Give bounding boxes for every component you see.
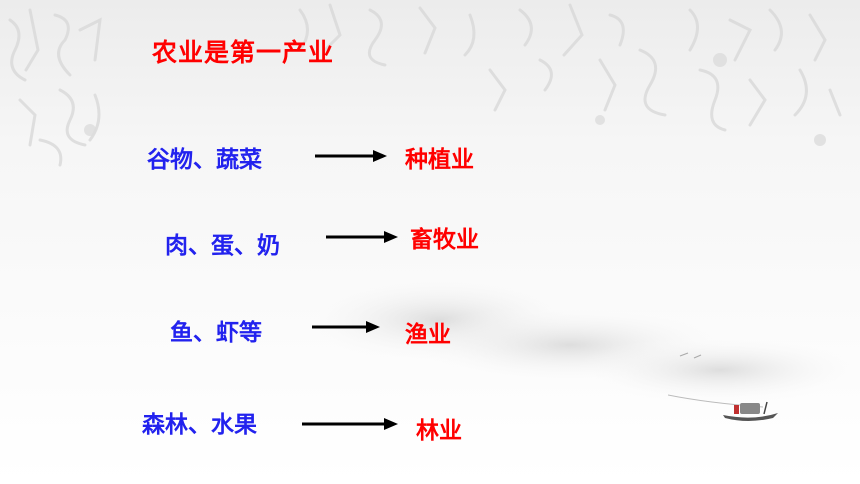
- arrow-icon: [312, 321, 380, 333]
- arrow-icon: [302, 418, 398, 430]
- page-title: 农业是第一产业: [152, 38, 335, 67]
- arrow-icon: [315, 150, 387, 162]
- arrow-icon: [326, 231, 398, 243]
- target-label: 渔业: [405, 322, 451, 348]
- ink-landscape: [320, 275, 860, 405]
- target-label: 畜牧业: [410, 227, 479, 253]
- source-label: 谷物、蔬菜: [147, 147, 262, 173]
- calligraphy-background: [8, 3, 842, 167]
- source-label: 森林、水果: [142, 412, 257, 438]
- target-label: 林业: [416, 418, 462, 444]
- boat-icon: [668, 394, 778, 421]
- source-label: 鱼、虾等: [170, 320, 262, 346]
- source-label: 肉、蛋、奶: [165, 233, 280, 259]
- target-label: 种植业: [405, 147, 474, 173]
